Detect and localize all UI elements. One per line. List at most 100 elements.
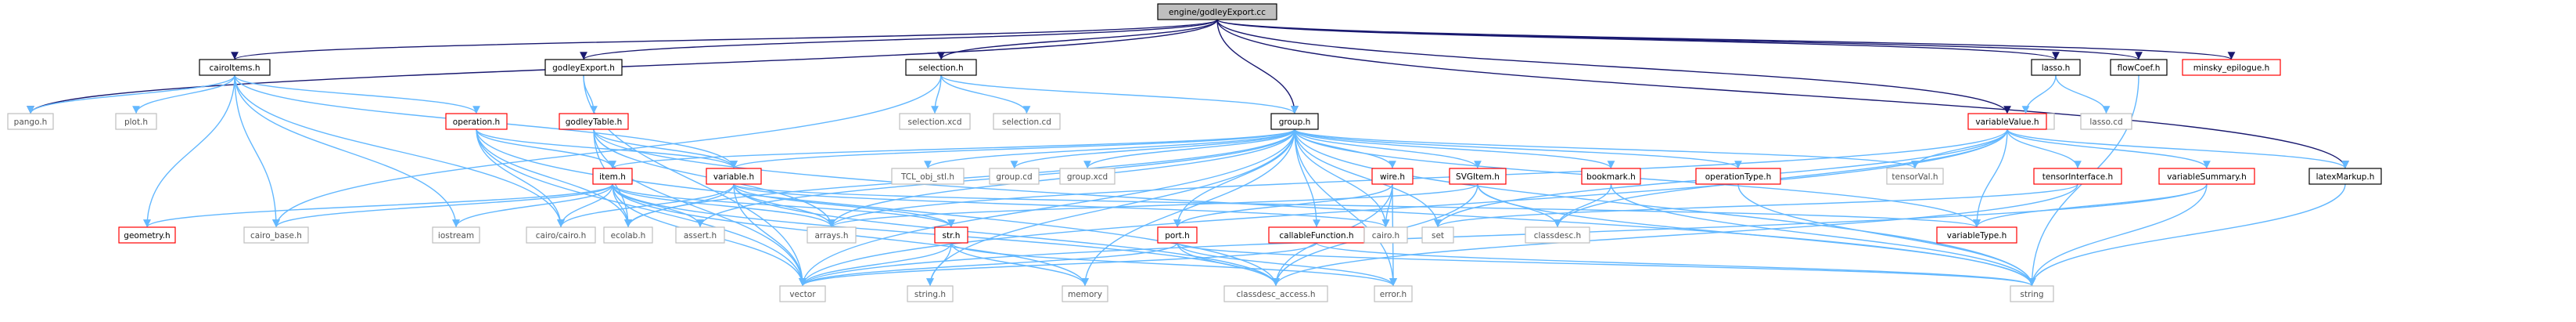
- node-plot: plot.h: [115, 113, 157, 130]
- edge-bookmark-to-string: [1610, 183, 2036, 287]
- edge-port-to-string: [1177, 242, 2036, 287]
- node-label: vector: [789, 290, 816, 299]
- edge-root-to-pango: [27, 19, 1218, 114]
- node-godleyTable[interactable]: godleyTable.h: [559, 113, 629, 130]
- node-variable[interactable]: variable.h: [706, 168, 762, 185]
- edge-group-to-group_xcd: [1083, 128, 1295, 169]
- nodes-layer: engine/godleyExport.cc cairoItems.h godley…: [7, 3, 2382, 302]
- node-arrays: arrays.h: [807, 226, 857, 244]
- edge-group-to-group_cd: [1010, 128, 1295, 169]
- node-box: [899, 113, 971, 130]
- node-box: [1059, 168, 1116, 185]
- edge-root-to-latexMarkup: [1216, 19, 2349, 169]
- edge-str-to-memory: [950, 242, 1089, 287]
- node-box: [1449, 168, 1507, 185]
- edge-tensorInterface-to-set: [1434, 183, 2078, 228]
- edge-operation-to-item: [476, 128, 616, 169]
- node-label: wire.h: [1380, 172, 1405, 182]
- edge-variable-to-cairo_cairo: [557, 183, 735, 228]
- node-label: ecolab.h: [611, 231, 646, 241]
- edge-bookmark-to-classdesc: [1554, 183, 1612, 228]
- node-vector: vector: [779, 285, 826, 302]
- node-wire[interactable]: wire.h: [1371, 168, 1414, 185]
- node-label: selection.cd: [1002, 118, 1051, 127]
- edge-variable-to-cairo: [733, 183, 1390, 228]
- edge-str-to-string_h: [926, 242, 952, 287]
- node-box: [1967, 113, 2047, 130]
- node-box: [907, 285, 954, 302]
- edge-latexMarkup-to-string: [2028, 183, 2346, 287]
- edge-callableFunction-to-string: [1316, 242, 2036, 287]
- node-label: geometry.h: [124, 231, 170, 241]
- edge-group-to-bookmark: [1294, 128, 1615, 169]
- edge-variableSummary-to-vector: [799, 183, 2208, 287]
- node-godleyExport[interactable]: godleyExport.h: [544, 59, 623, 76]
- node-callableFunction[interactable]: callableFunction.h: [1268, 226, 1365, 244]
- node-box: [905, 59, 977, 76]
- node-minsky-epilogue[interactable]: minsky_epilogue.h: [2182, 59, 2281, 76]
- node-box: [993, 113, 1061, 130]
- node-SVGItem[interactable]: SVGItem.h: [1449, 168, 1507, 185]
- node-bookmark[interactable]: bookmark.h: [1581, 168, 1641, 185]
- node-selection[interactable]: selection.h: [905, 59, 977, 76]
- node-variableType[interactable]: variableType.h: [1936, 226, 2017, 244]
- node-cairoItems[interactable]: cairoItems.h: [199, 59, 271, 76]
- node-box: [2308, 168, 2382, 185]
- node-label: variableValue.h: [1975, 118, 2039, 127]
- edge-cairoItems-to-geometry: [143, 74, 235, 228]
- node-group[interactable]: group.h: [1270, 113, 1319, 130]
- edge-item-to-iostream: [452, 183, 613, 228]
- edge-selection-to-cairo_base: [272, 74, 942, 228]
- node-item[interactable]: item.h: [592, 168, 633, 185]
- node-label: flowCoef.h: [2118, 63, 2161, 73]
- edge-group-to-SVGItem: [1294, 128, 1482, 169]
- node-box: [115, 113, 157, 130]
- edge-variableSummary-to-string: [2028, 183, 2208, 287]
- node-box: [592, 168, 633, 185]
- node-operationType[interactable]: operationType.h: [1695, 168, 1781, 185]
- node-label: tensorInterface.h: [2042, 172, 2113, 182]
- node-cairo-cairo: cairo/cairo.h: [526, 226, 596, 244]
- edge-operation-to-ecolab: [476, 128, 632, 228]
- node-flowCoef[interactable]: flowCoef.h: [2110, 59, 2168, 76]
- edge-SVGItem-to-string: [1477, 183, 2036, 287]
- node-label: pango.h: [14, 118, 48, 127]
- edge-str-to-error: [950, 242, 1397, 287]
- node-box: [1363, 226, 1408, 244]
- edge-variableValue-to-vector: [799, 128, 2008, 287]
- node-label: SVGItem.h: [1456, 172, 1500, 182]
- edge-operation-to-vector: [476, 128, 807, 287]
- node-label: group.cd: [996, 172, 1032, 182]
- node-str[interactable]: str.h: [934, 226, 968, 244]
- node-latexMarkup[interactable]: latexMarkup.h: [2308, 168, 2382, 185]
- edge-cairoItems-to-plot: [132, 74, 235, 114]
- node-label: arrays.h: [815, 231, 849, 241]
- node-cairo: cairo.h: [1363, 226, 1408, 244]
- node-label: string: [2020, 290, 2043, 299]
- node-label: cairoItems.h: [210, 63, 260, 73]
- edge-variableValue-to-tensorInterface: [2007, 128, 2082, 169]
- node-lasso[interactable]: lasso.h: [2031, 59, 2081, 76]
- node-tensorInterface[interactable]: tensorInterface.h: [2033, 168, 2122, 185]
- node-label: bookmark.h: [1586, 172, 1636, 182]
- edge-variableValue-to-variableSummary: [2007, 128, 2211, 169]
- node-classdesc: classdesc.h: [1525, 226, 1590, 244]
- node-label: lasso.h: [2042, 63, 2071, 73]
- edge-root-to-group: [1216, 19, 1299, 114]
- node-operation[interactable]: operation.h: [445, 113, 508, 130]
- node-variableSummary[interactable]: variableSummary.h: [2158, 168, 2255, 185]
- node-root[interactable]: engine/godleyExport.cc: [1157, 3, 1277, 20]
- node-geometry[interactable]: geometry.h: [118, 226, 176, 244]
- node-label: callableFunction.h: [1279, 231, 1353, 241]
- node-box: [706, 168, 762, 185]
- node-label: plot.h: [124, 118, 148, 127]
- edge-cairoItems-to-cairo_base: [234, 74, 280, 228]
- edge-group-to-item: [609, 128, 1295, 169]
- edge-root-to-lasso: [1216, 19, 2060, 60]
- edge-godleyTable-to-vector: [593, 128, 807, 287]
- node-box: [2080, 113, 2132, 130]
- edge-variableValue-to-latexMarkup: [2007, 128, 2349, 169]
- node-box: [2010, 285, 2054, 302]
- node-port[interactable]: port.h: [1157, 226, 1198, 244]
- node-variableValue[interactable]: variableValue.h: [1967, 113, 2047, 130]
